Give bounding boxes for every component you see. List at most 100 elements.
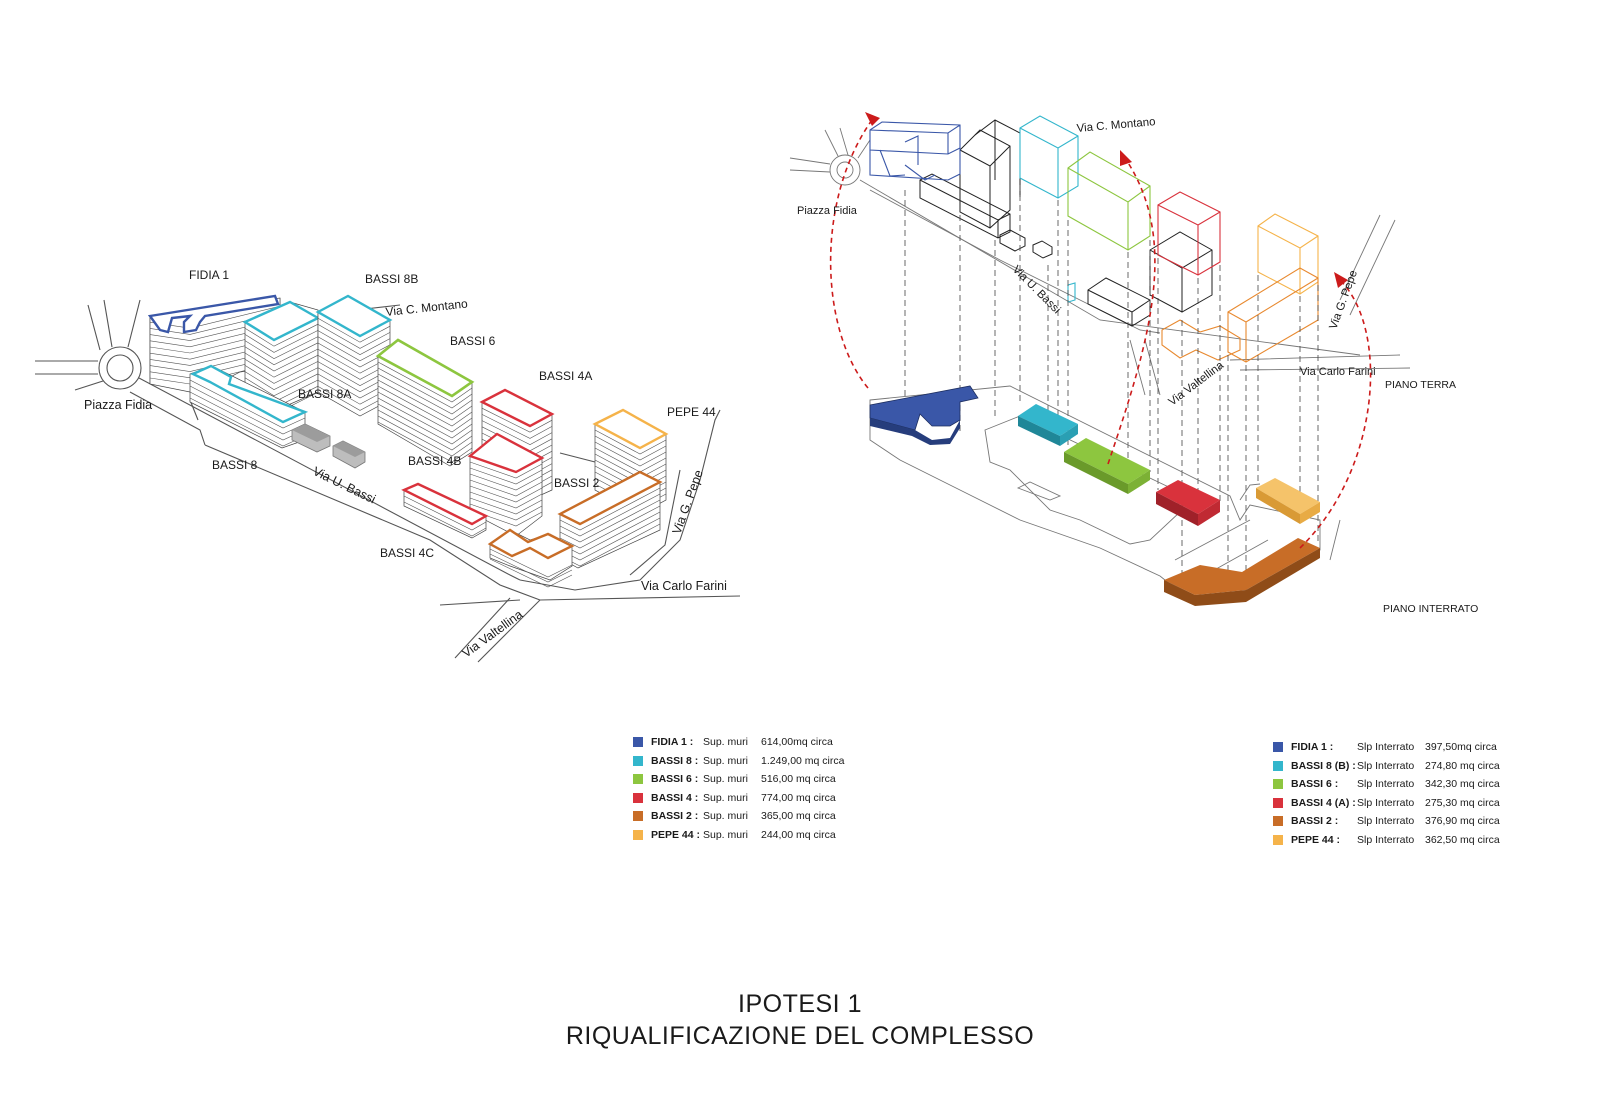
legend-value: 274,80 mq circa [1425,759,1500,772]
legend-building-name: BASSI 6 : [651,773,699,785]
label-pepe44: PEPE 44 [667,405,716,419]
building-bassi4b-left [467,432,545,537]
context-wireframes [919,119,1213,327]
floor-line [377,391,473,433]
floor-line [469,491,543,509]
floor-line [377,403,473,445]
floor-line [559,499,661,543]
floor-line [377,385,473,427]
legend-swatch [633,829,643,840]
legend-measure-label: Slp Interrato [1357,796,1415,809]
floor-line [244,323,319,347]
label-bassi8b: BASSI 8B [365,272,418,286]
legend-swatch [633,811,643,822]
label-bassi8: BASSI 8 [212,458,258,472]
label-piano-terra: PIANO TERRA [1385,379,1456,391]
left-axonometric-diagram: FIDIA 1 BASSI 8B Via C. Montano BASSI 6 … [35,268,741,663]
floor-line [594,429,667,455]
basement-block-pepe44 [1256,478,1320,524]
floor-line [377,397,473,439]
page-subtitle: RIQUALIFICAZIONE DEL COMPLESSO [565,1022,1035,1050]
label-via-pepe: Via G. Pepe [670,468,706,536]
legend-value: 614,00mq circa [761,736,833,748]
floor-line [489,553,573,583]
page-title: IPOTESI 1 [738,990,862,1018]
floor-line [469,473,543,491]
floor-line [189,379,306,429]
floor-line [317,336,391,362]
legend-measure-label: Slp Interrato [1357,741,1415,753]
legend-value: 275,30 mq circa [1425,796,1500,809]
floor-line [377,421,473,463]
pepe44-wireframe [1257,213,1319,295]
legend-measure-label: Slp Interrato [1357,778,1415,790]
relocation-arrows [829,112,1372,549]
label-piazza-fidia: Piazza Fidia [84,398,152,412]
floor-line [469,503,543,521]
label-via-farini: Via Carlo Farini [641,579,727,593]
floor-line [594,435,667,461]
floor-line [377,373,473,415]
legend-swatch [633,755,643,766]
legend-row: BASSI 6 : Sup. muri 516,00 mq circa [633,770,844,789]
floor-line [481,420,553,445]
fidia1-wireframe [869,121,961,181]
legend-measure-label: Slp Interrato [1357,759,1415,772]
floor-line [244,361,319,384]
legend-swatch [633,792,643,803]
label-right-via-farini: Via Carlo Farini [1300,366,1376,378]
grey-annex-blocks-left [291,423,366,469]
legend-swatch [1273,816,1283,827]
legend-measure-label: Sup. muri [703,773,748,785]
floor-line [559,493,661,537]
legend-swatch [1273,760,1283,771]
floor-line [481,407,553,433]
floor-line [244,336,319,359]
floor-line [244,354,319,378]
label-bassi8a: BASSI 8A [298,387,351,401]
legend-swatch [633,774,643,785]
floor-line [317,317,391,343]
label-bassi6: BASSI 6 [450,334,496,348]
floor-line [244,342,319,366]
building-bassi8-bar-left [189,364,309,449]
legend-value: 365,00 mq circa [761,810,836,822]
legend-value: 516,00 mq circa [761,773,836,785]
legend-building-name: BASSI 4 : [651,791,699,804]
bassi2-wireframe [1161,267,1319,363]
building-bassi8b-left [315,294,393,417]
floor-line [244,367,319,390]
legend-swatch [1273,797,1283,808]
building-bassi2-left [487,470,663,588]
floor-line [244,373,319,397]
floor-line [244,348,319,372]
label-right-piazza-fidia: Piazza Fidia [797,205,858,217]
floor-line [489,548,573,578]
basement-block-fidia1 [869,385,979,445]
legend-swatch [633,737,643,748]
floor-line [469,485,543,503]
legend-value: 376,90 mq circa [1425,815,1500,827]
label-right-via-valtellina: Via Valtellina [1167,359,1227,408]
floor-line [559,487,661,531]
floor-line [489,558,573,588]
legend-value: 244,00 mq circa [761,828,836,841]
legend-value: 1.249,00 mq circa [761,754,845,767]
legend-building-name: BASSI 8 (B) : [1291,759,1356,772]
right-labels: Via C. Montano Piazza Fidia Via U. Bassi… [797,116,1478,615]
basement-block-bassi2 [1164,538,1320,606]
bassi6-wireframe [1067,151,1151,251]
bassi4-wireframe [1157,191,1221,276]
legend-building-name: FIDIA 1 : [1291,741,1334,753]
floor-line [377,409,473,451]
legend-value: 774,00 mq circa [761,791,836,804]
label-piano-interrato: PIANO INTERRATO [1383,603,1478,615]
right-exploded-diagram: Via C. Montano Piazza Fidia Via U. Bassi… [789,112,1478,615]
